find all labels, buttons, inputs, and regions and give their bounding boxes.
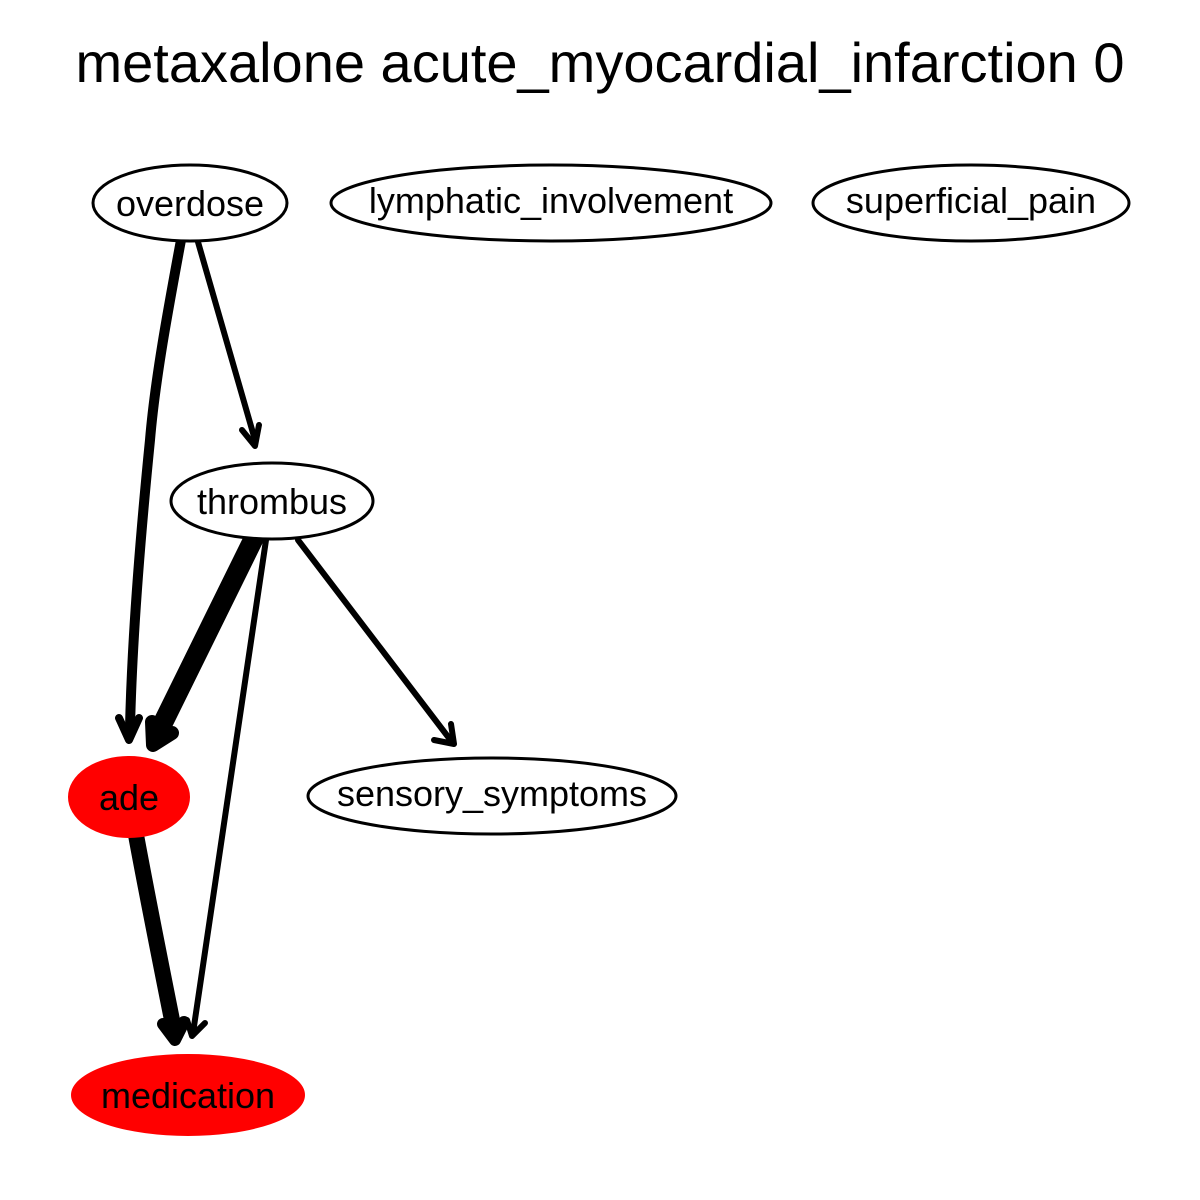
node-thrombus: thrombus bbox=[169, 461, 375, 541]
node-label: ade bbox=[99, 777, 159, 818]
edge-line bbox=[190, 537, 269, 1036]
node-overdose: overdose bbox=[91, 163, 289, 243]
edge-overdose-ade bbox=[115, 235, 186, 744]
node-label: superficial_pain bbox=[846, 180, 1096, 221]
arrow-head bbox=[157, 1016, 190, 1046]
edge-line bbox=[195, 239, 258, 443]
edge-thrombus-sensory-symptoms bbox=[295, 537, 457, 747]
arrow-head bbox=[145, 715, 179, 752]
edge-ade-medication bbox=[128, 827, 190, 1046]
edge-line bbox=[125, 235, 186, 733]
arrow-head bbox=[239, 422, 262, 449]
diagram-title: metaxalone acute_myocardial_infarction 0 bbox=[75, 31, 1124, 94]
node-label: sensory_symptoms bbox=[337, 773, 647, 814]
arrow-head bbox=[115, 714, 143, 744]
node-label: medication bbox=[101, 1075, 275, 1116]
edge-line bbox=[128, 827, 183, 1043]
edge-thrombus-ade bbox=[145, 528, 264, 752]
node-label: lymphatic_involvement bbox=[369, 180, 733, 221]
arrow-head bbox=[431, 721, 457, 747]
node-superficial-pain: superficial_pain bbox=[811, 163, 1131, 243]
node-sensory-symptoms: sensory_symptoms bbox=[306, 756, 678, 836]
node-medication: medication bbox=[71, 1054, 305, 1136]
edge-overdose-thrombus bbox=[195, 239, 262, 449]
edge-line bbox=[295, 537, 455, 745]
node-ade: ade bbox=[68, 756, 190, 838]
edge-line bbox=[147, 528, 264, 745]
node-label: thrombus bbox=[197, 481, 347, 522]
node-lymphatic-involvement: lymphatic_involvement bbox=[329, 163, 773, 243]
node-label: overdose bbox=[116, 183, 264, 224]
